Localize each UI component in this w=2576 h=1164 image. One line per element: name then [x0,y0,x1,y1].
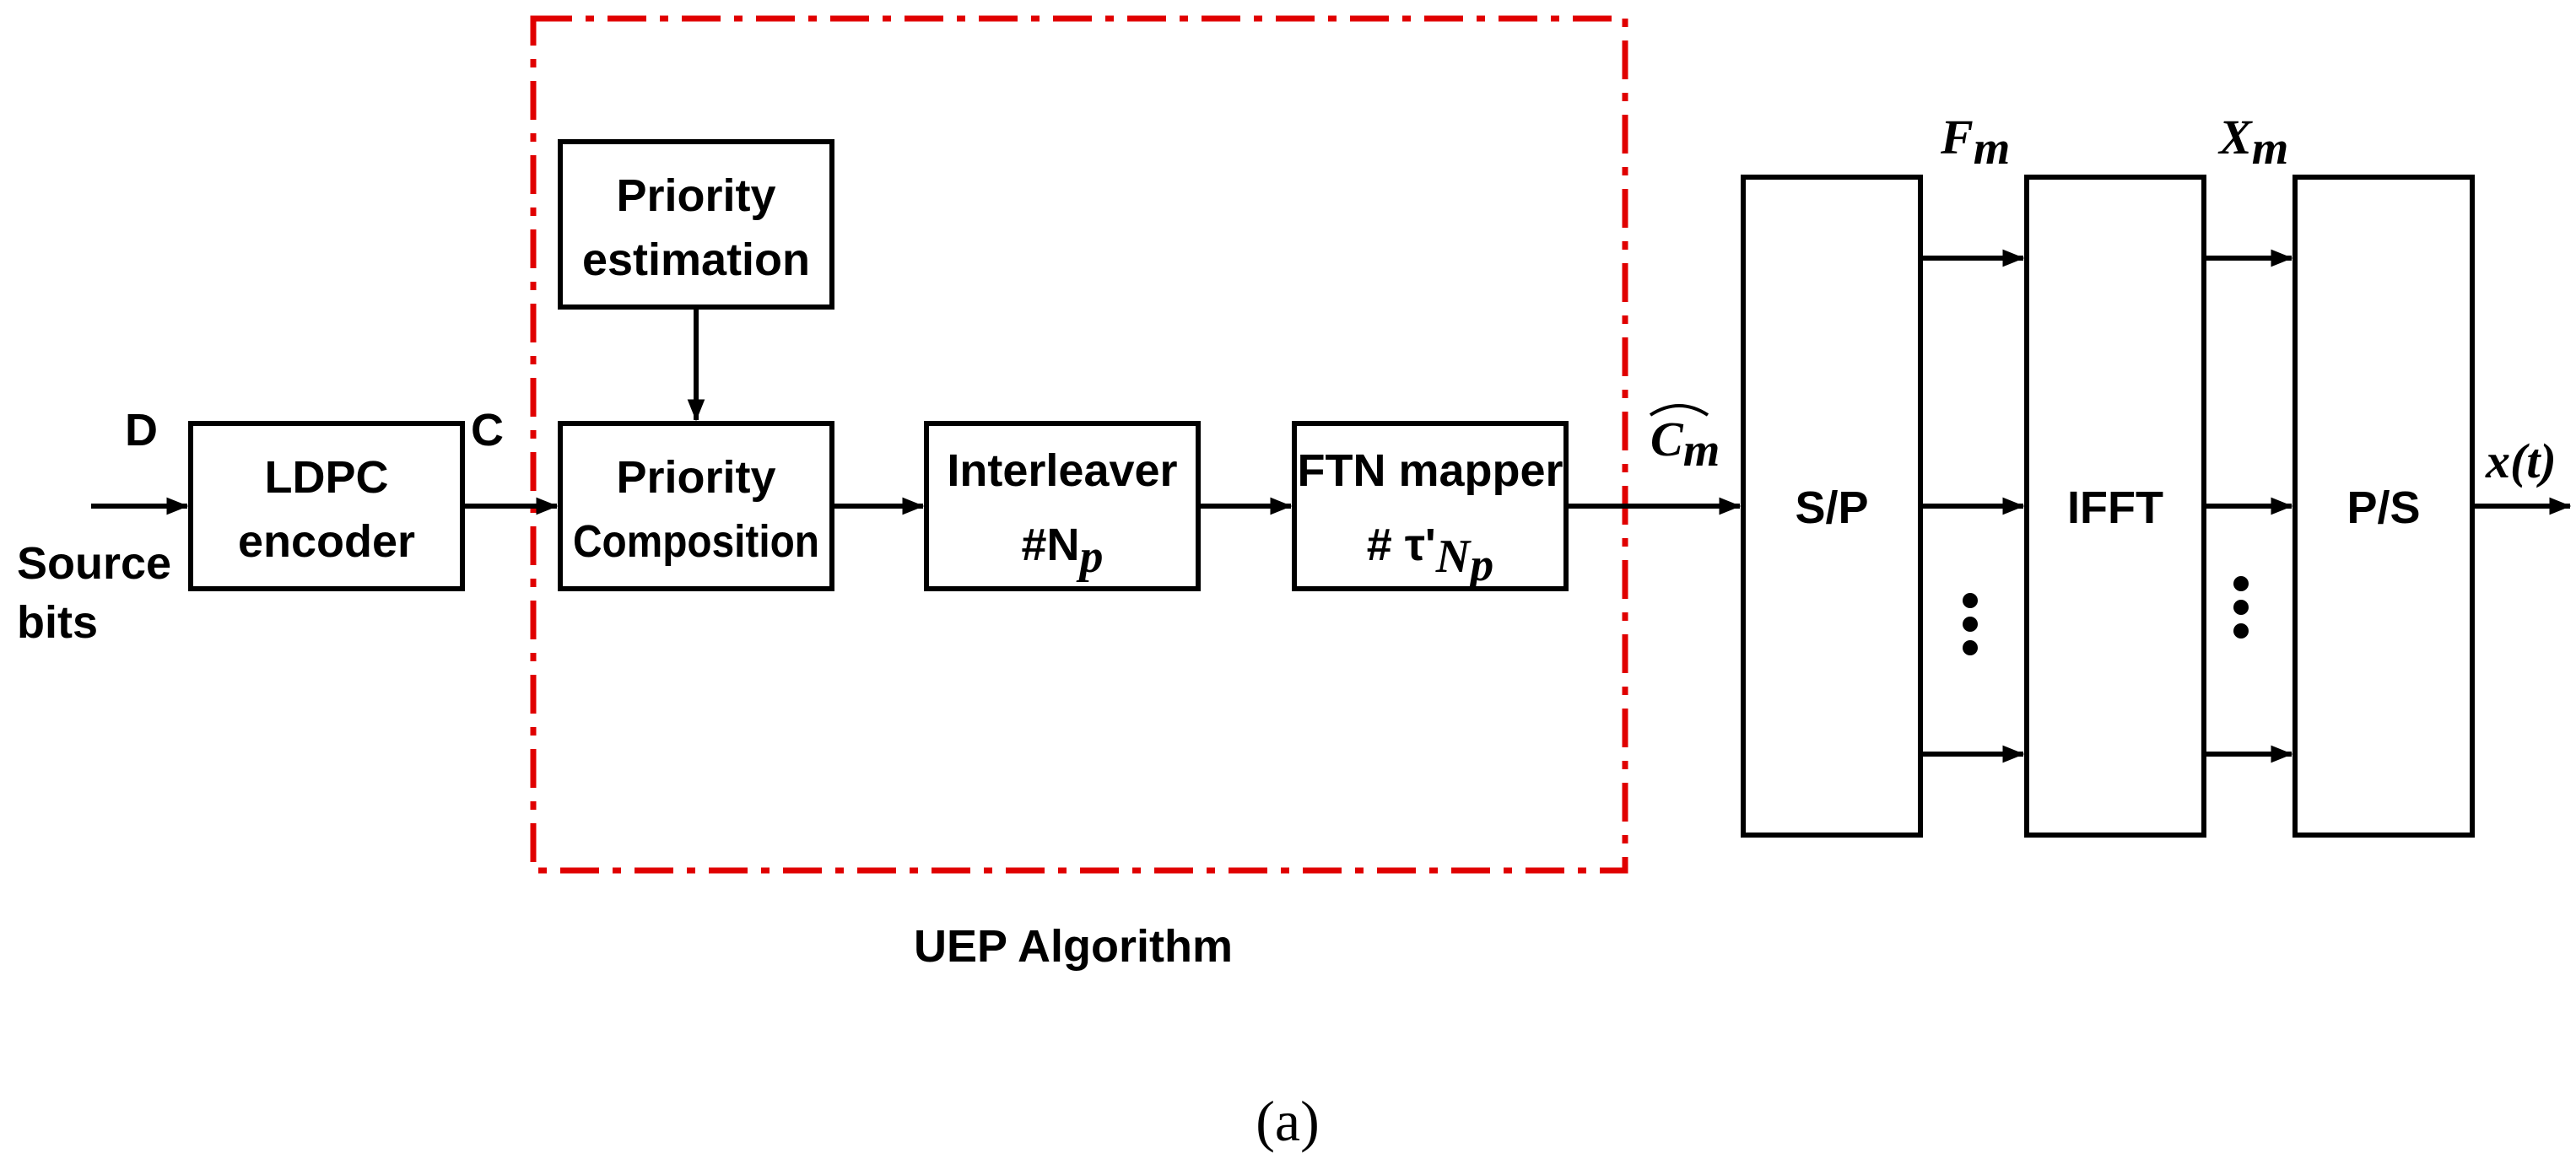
sp-ifft-dot-1 [1963,593,1978,608]
source-label-line2: bits [17,597,98,648]
sp-label: S/P [1795,482,1868,533]
cm-hat-accent [1649,404,1709,417]
ifft-ps-dot-1 [2233,576,2249,591]
fm-label: Fm [1940,110,2010,175]
interleaver-block [924,421,1201,591]
priority-composition-line1: Priority [616,452,775,503]
ps-block [2292,175,2475,838]
priority-composition-line2: Composition [573,516,819,567]
ifft-ps-dot-3 [2233,623,2249,639]
interleaver-param-main: #N [1021,520,1079,570]
interleaver-label: Interleaver [947,445,1177,496]
priority-estimation-line2: estimation [582,234,810,285]
ifft-ps-dot-2 [2233,600,2249,615]
ftn-mapper-param: # τ'Np [1367,520,1493,591]
uep-region-border [530,15,1628,874]
interleaver-param: #Np [1021,520,1103,583]
xt-label: x(t) [2485,434,2557,488]
priority-composition-block [558,421,834,591]
ftn-param-sub: N [1435,531,1472,583]
priority-estimation-line1: Priority [616,170,775,221]
c-label: C [471,405,504,455]
ftn-param-main: # τ' [1367,520,1436,570]
cm-hat-sub: m [1683,424,1720,477]
ftn-param-subsub: p [1466,539,1493,591]
ps-label: P/S [2346,482,2420,533]
sp-ifft-dot-2 [1963,617,1978,632]
xm-label: Xm [2217,110,2288,175]
xm-sub: m [2252,122,2289,175]
ftn-mapper-label: FTN mapper [1297,445,1563,496]
sp-block [1741,175,1923,838]
cm-hat-main: C [1650,412,1684,466]
ifft-block [2024,175,2206,838]
xm-main: X [2217,110,2253,164]
sp-ifft-dot-3 [1963,640,1978,655]
uep-region-label: UEP Algorithm [914,921,1233,972]
fm-main: F [1940,110,1974,164]
figure-caption: (a) [1256,1089,1319,1153]
d-label: D [125,405,158,455]
ifft-label: IFFT [2067,482,2163,533]
cm-hat-label: Cm [1650,412,1720,477]
ldpc-label-line1: LDPC [265,452,389,503]
interleaver-param-sub: p [1077,531,1104,583]
ldpc-label-line2: encoder [238,516,415,567]
source-label-line1: Source [17,538,171,589]
fm-sub: m [1974,122,2011,175]
